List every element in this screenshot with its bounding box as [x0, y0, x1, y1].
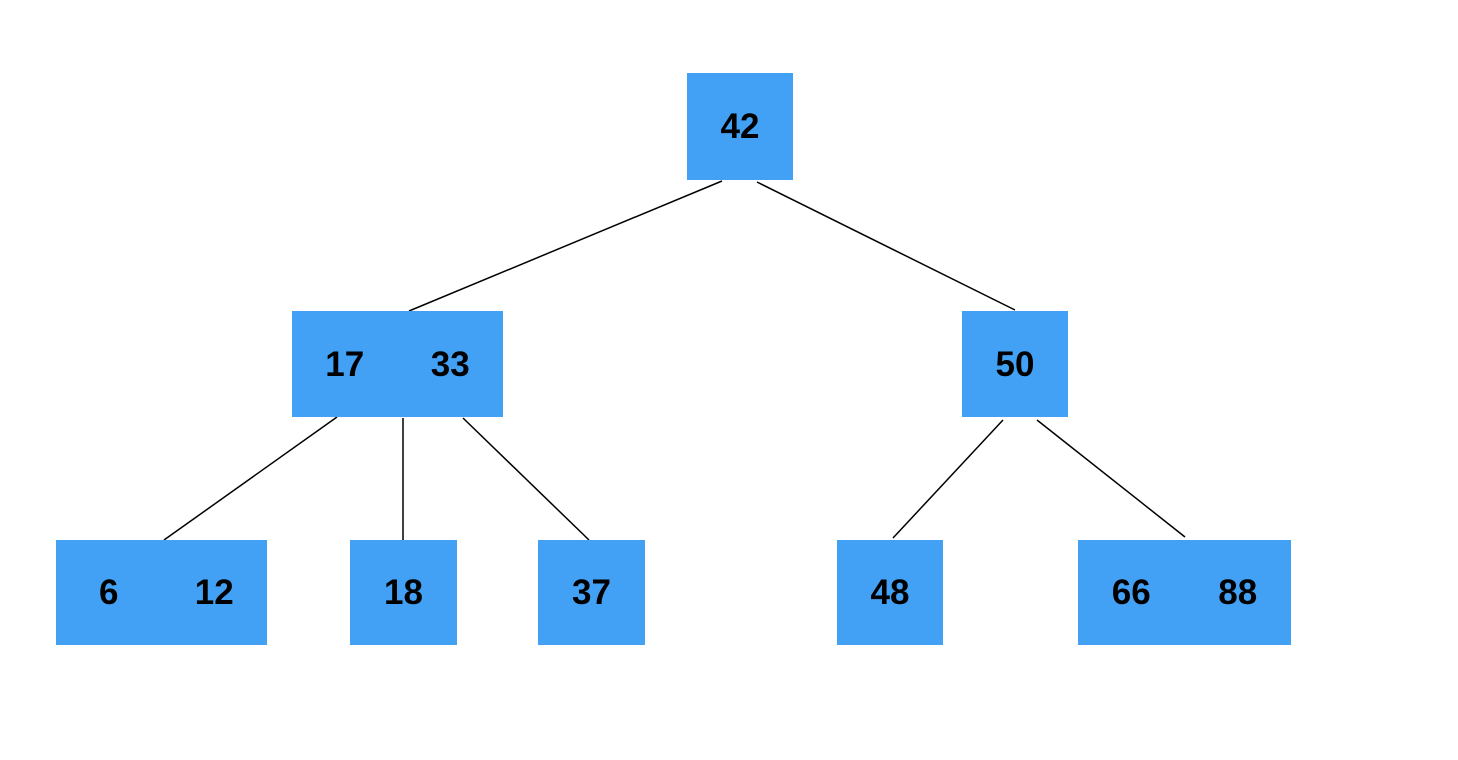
tree-node-42: 42	[687, 73, 793, 180]
tree-node-66-88: 66 88	[1078, 540, 1291, 645]
node-key: 42	[720, 107, 760, 146]
node-key: 88	[1218, 573, 1258, 612]
tree-node-50: 50	[962, 311, 1068, 417]
node-key: 33	[430, 344, 470, 384]
tree-node-37: 37	[538, 540, 645, 645]
tree-node-48: 48	[837, 540, 943, 645]
tree-node-18: 18	[350, 540, 457, 645]
node-key: 66	[1111, 573, 1151, 612]
node-key: 12	[194, 573, 234, 612]
node-key: 6	[99, 573, 119, 612]
node-key: 18	[384, 573, 423, 612]
tree-node-6-12: 6 12	[56, 540, 267, 645]
node-key: 37	[572, 573, 611, 612]
node-key: 50	[995, 344, 1035, 384]
node-key: 48	[870, 573, 910, 612]
node-key: 17	[325, 344, 365, 384]
